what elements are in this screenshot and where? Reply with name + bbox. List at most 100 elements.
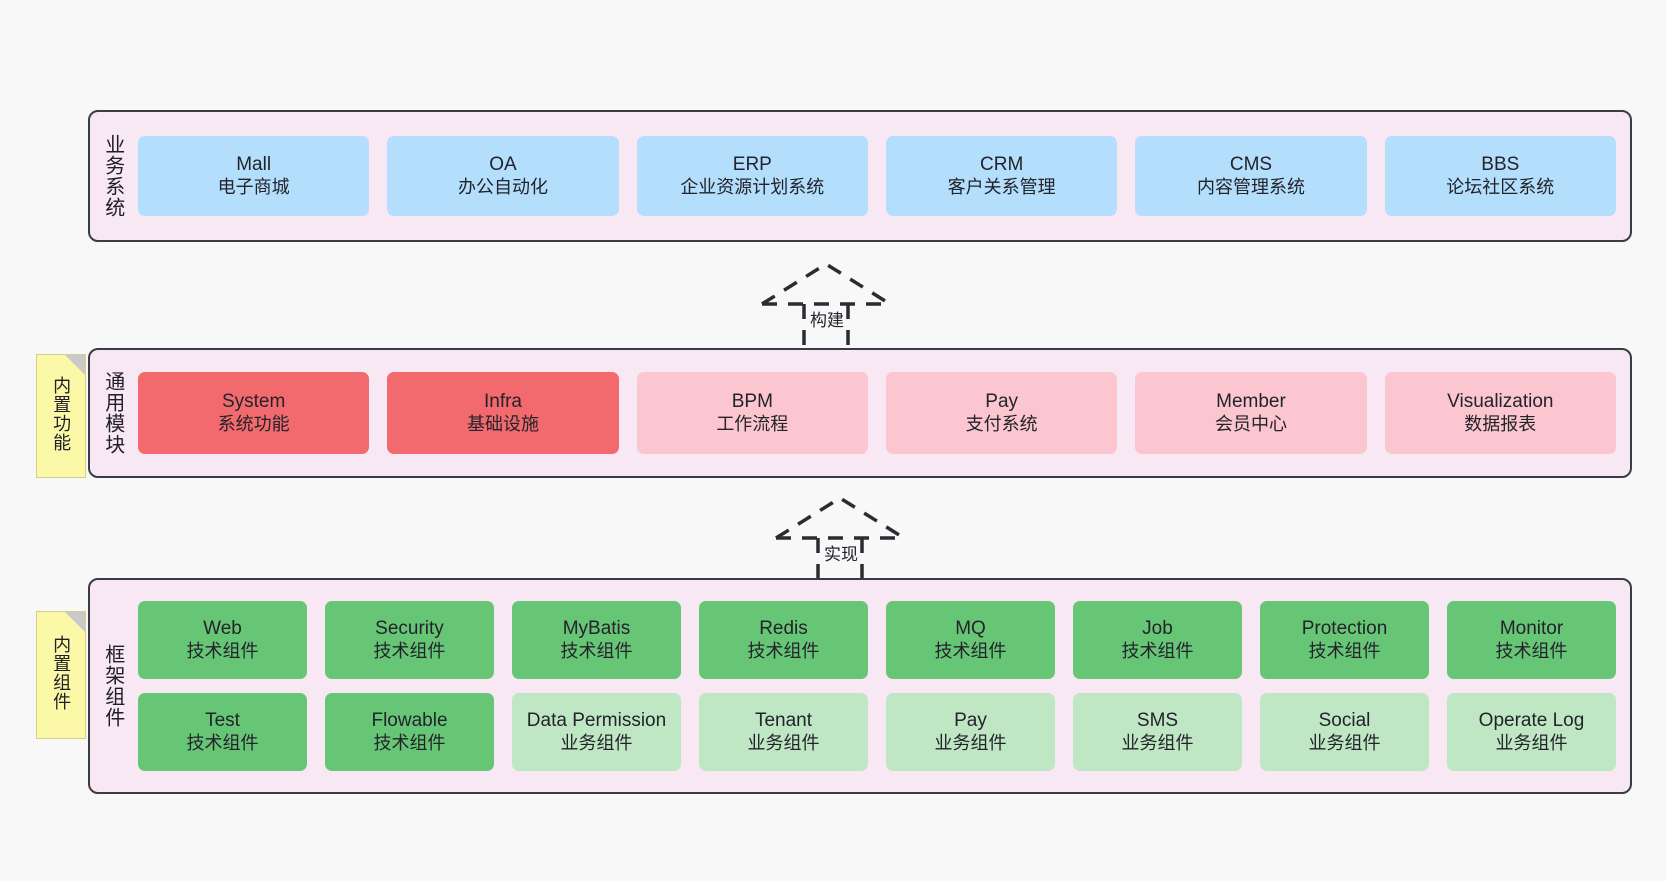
card-title: Monitor: [1499, 618, 1564, 640]
connector-build-label: 构建: [808, 306, 846, 331]
card-title: MyBatis: [562, 618, 631, 640]
card-subtitle: 工作流程: [716, 413, 789, 434]
card-subtitle: 系统功能: [217, 413, 290, 434]
card-subtitle: 数据报表: [1464, 413, 1537, 434]
card-redis[interactable]: Redis 技术组件: [699, 601, 868, 679]
card-subtitle: 技术组件: [1308, 640, 1381, 661]
connector-implement: 实现: [772, 492, 912, 582]
card-pay[interactable]: Pay 支付系统: [885, 372, 1118, 454]
card-test[interactable]: Test 技术组件: [138, 693, 307, 771]
card-visualization[interactable]: Visualization 数据报表: [1384, 372, 1616, 454]
card-mq[interactable]: MQ 技术组件: [886, 601, 1055, 679]
card-system[interactable]: System 系统功能: [138, 372, 370, 454]
card-title: Flowable: [371, 710, 448, 732]
card-subtitle: 业务组件: [1495, 732, 1568, 753]
card-title: Web: [203, 618, 242, 640]
card-title: Mall: [236, 154, 272, 176]
card-subtitle: 技术组件: [186, 732, 259, 753]
card-subtitle: 技术组件: [934, 640, 1007, 661]
card-subtitle: 业务组件: [934, 732, 1007, 753]
layer-body-business-system: Mall 电子商城 OA 办公自动化 ERP 企业资源计划系统 CRM 客户关系…: [134, 112, 1630, 240]
connector-implement-line: [775, 495, 905, 580]
card-oa[interactable]: OA 办公自动化: [387, 136, 619, 216]
card-title: BPM: [731, 391, 773, 413]
card-title: Job: [1142, 618, 1173, 640]
card-subtitle: 技术组件: [1121, 640, 1194, 661]
card-crm[interactable]: CRM 客户关系管理: [885, 136, 1118, 216]
card-title: CMS: [1229, 154, 1273, 176]
card-title: Pay: [954, 710, 987, 732]
card-security[interactable]: Security 技术组件: [325, 601, 494, 679]
card-subtitle: 技术组件: [560, 640, 633, 661]
layer-title-business-system: 业务系统: [101, 134, 124, 218]
card-row: Mall 电子商城 OA 办公自动化 ERP 企业资源计划系统 CRM 客户关系…: [138, 136, 1616, 216]
card-title: System: [221, 391, 286, 413]
card-title: Security: [375, 618, 444, 640]
card-subtitle: 客户关系管理: [947, 176, 1056, 197]
card-title: CRM: [980, 154, 1024, 176]
card-title: Pay: [985, 391, 1019, 413]
card-member[interactable]: Member 会员中心: [1135, 372, 1367, 454]
card-row: Web 技术组件 Security 技术组件 MyBatis 技术组件 Redi…: [138, 601, 1616, 679]
card-monitor[interactable]: Monitor 技术组件: [1447, 601, 1616, 679]
card-bpm[interactable]: BPM 工作流程: [636, 372, 868, 454]
card-subtitle: 论坛社区系统: [1446, 176, 1555, 197]
card-subtitle: 电子商城: [217, 176, 290, 197]
card-subtitle: 业务组件: [1308, 732, 1381, 753]
card-sms[interactable]: SMS 业务组件: [1073, 693, 1242, 771]
card-protection[interactable]: Protection 技术组件: [1260, 601, 1429, 679]
note-builtin-component: 内置组件: [36, 611, 86, 739]
card-title: ERP: [732, 154, 772, 176]
note-fold-corner-icon: [65, 355, 85, 375]
card-title: Social: [1318, 710, 1371, 732]
card-mybatis[interactable]: MyBatis 技术组件: [512, 601, 681, 679]
layer-body-general-module: System 系统功能 Infra 基础设施 BPM 工作流程 Pay 支付系统…: [134, 350, 1630, 476]
card-subtitle: 会员中心: [1214, 413, 1287, 434]
card-tenant[interactable]: Tenant 业务组件: [699, 693, 868, 771]
card-title: OA: [489, 154, 517, 176]
card-web[interactable]: Web 技术组件: [138, 601, 307, 679]
card-pay-component[interactable]: Pay 业务组件: [886, 693, 1055, 771]
layer-framework-component: 框架组件 Web 技术组件 Security 技术组件 MyBatis 技术组件…: [88, 578, 1632, 794]
card-operate-log[interactable]: Operate Log 业务组件: [1447, 693, 1616, 771]
connector-implement-label: 实现: [822, 540, 860, 565]
note-builtin-function: 内置功能: [36, 354, 86, 478]
card-title: SMS: [1136, 710, 1179, 732]
card-infra[interactable]: Infra 基础设施: [387, 372, 619, 454]
card-title: Data Permission: [526, 710, 667, 732]
card-job[interactable]: Job 技术组件: [1073, 601, 1242, 679]
layer-business-system: 业务系统 Mall 电子商城 OA 办公自动化 ERP 企业资源计划系统 CRM…: [88, 110, 1632, 242]
card-subtitle: 内容管理系统: [1196, 176, 1305, 197]
card-erp[interactable]: ERP 企业资源计划系统: [636, 136, 868, 216]
card-subtitle: 业务组件: [1121, 732, 1194, 753]
card-title: Visualization: [1447, 391, 1554, 413]
card-title: Redis: [759, 618, 808, 640]
card-subtitle: 企业资源计划系统: [680, 176, 825, 197]
connector-build-line: [761, 261, 891, 346]
card-subtitle: 支付系统: [965, 413, 1038, 434]
card-mall[interactable]: Mall 电子商城: [138, 136, 370, 216]
card-flowable[interactable]: Flowable 技术组件: [325, 693, 494, 771]
card-subtitle: 业务组件: [747, 732, 820, 753]
layer-body-framework-component: Web 技术组件 Security 技术组件 MyBatis 技术组件 Redi…: [134, 580, 1630, 792]
card-subtitle: 技术组件: [186, 640, 259, 661]
card-social[interactable]: Social 业务组件: [1260, 693, 1429, 771]
card-title: Protection: [1301, 618, 1388, 640]
card-title: MQ: [955, 618, 986, 640]
layer-general-module: 通用模块 System 系统功能 Infra 基础设施 BPM 工作流程 Pay…: [88, 348, 1632, 478]
card-title: BBS: [1481, 154, 1520, 176]
card-subtitle: 技术组件: [373, 640, 446, 661]
card-bbs[interactable]: BBS 论坛社区系统: [1384, 136, 1616, 216]
card-title: Operate Log: [1478, 710, 1585, 732]
note-fold-corner-icon: [65, 612, 85, 632]
card-subtitle: 办公自动化: [457, 176, 548, 197]
note-label: 内置功能: [51, 376, 72, 452]
connector-build: 构建: [758, 258, 898, 348]
card-cms[interactable]: CMS 内容管理系统: [1135, 136, 1367, 216]
card-data-permission[interactable]: Data Permission 业务组件: [512, 693, 681, 771]
card-subtitle: 基础设施: [466, 413, 539, 434]
card-subtitle: 技术组件: [747, 640, 820, 661]
card-title: Test: [205, 710, 240, 732]
card-subtitle: 业务组件: [560, 732, 633, 753]
